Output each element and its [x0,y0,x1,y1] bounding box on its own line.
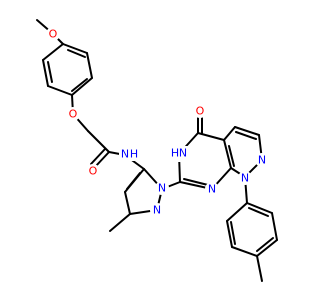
bonds [36,19,278,282]
bond [223,126,236,141]
bond [62,43,88,54]
atom-label: N [158,182,166,195]
atom-o-methoxy: O [46,27,60,41]
bond [256,239,278,257]
bond [226,220,233,248]
atom-label: H [171,147,179,160]
atom-label: N [121,148,129,161]
atom-label: O [49,28,58,41]
atom-label: N [153,204,161,217]
bond [183,178,209,186]
bond [256,237,274,252]
bond [223,139,232,169]
atom-o-ether: O [66,107,80,121]
atom-label: O [89,165,98,178]
atom-label: O [196,105,205,118]
bond [228,145,235,167]
atom-n-pyrazole-2: N [150,203,164,217]
bond [67,49,86,58]
atom-labels: O O O O N H N N H N [46,27,269,217]
bond [256,255,263,282]
bond [42,59,49,87]
atom-label: O [69,108,78,121]
bond [230,221,236,245]
atom-label: N [241,172,249,185]
bond [47,61,53,83]
bond [248,207,269,217]
atom-n-amide: N H [119,147,139,161]
atom-n-pyrimidine: N [205,182,219,196]
bond [42,43,64,61]
atom-n-pyrazolo-1: N [255,153,269,167]
bond [94,151,110,168]
bond [90,148,106,165]
bond [47,85,73,96]
atom-label: N [258,154,266,167]
atom-n-nh: H N [170,146,188,162]
bond [126,172,141,190]
bond [234,126,260,136]
atom-n-pyrazole-1: N [155,181,169,195]
atom-label: N [179,147,187,160]
bond [226,202,248,222]
bond [109,213,131,232]
bond [231,246,258,257]
molecule-structure-diagram: O O O O N H N N H N [36,19,278,282]
bond [71,78,88,92]
atom-label: N [208,183,216,196]
bond [197,132,225,141]
bond [124,191,131,215]
bond [271,212,278,241]
bond [86,52,93,79]
bond [246,202,273,214]
atom-o-carbonyl: O [86,164,100,178]
atom-label: H [130,148,138,161]
atom-n-pyrazolo-2: N [238,171,252,185]
bond [71,77,93,96]
atom-o-ketone: O [193,104,207,118]
bond [235,131,257,140]
